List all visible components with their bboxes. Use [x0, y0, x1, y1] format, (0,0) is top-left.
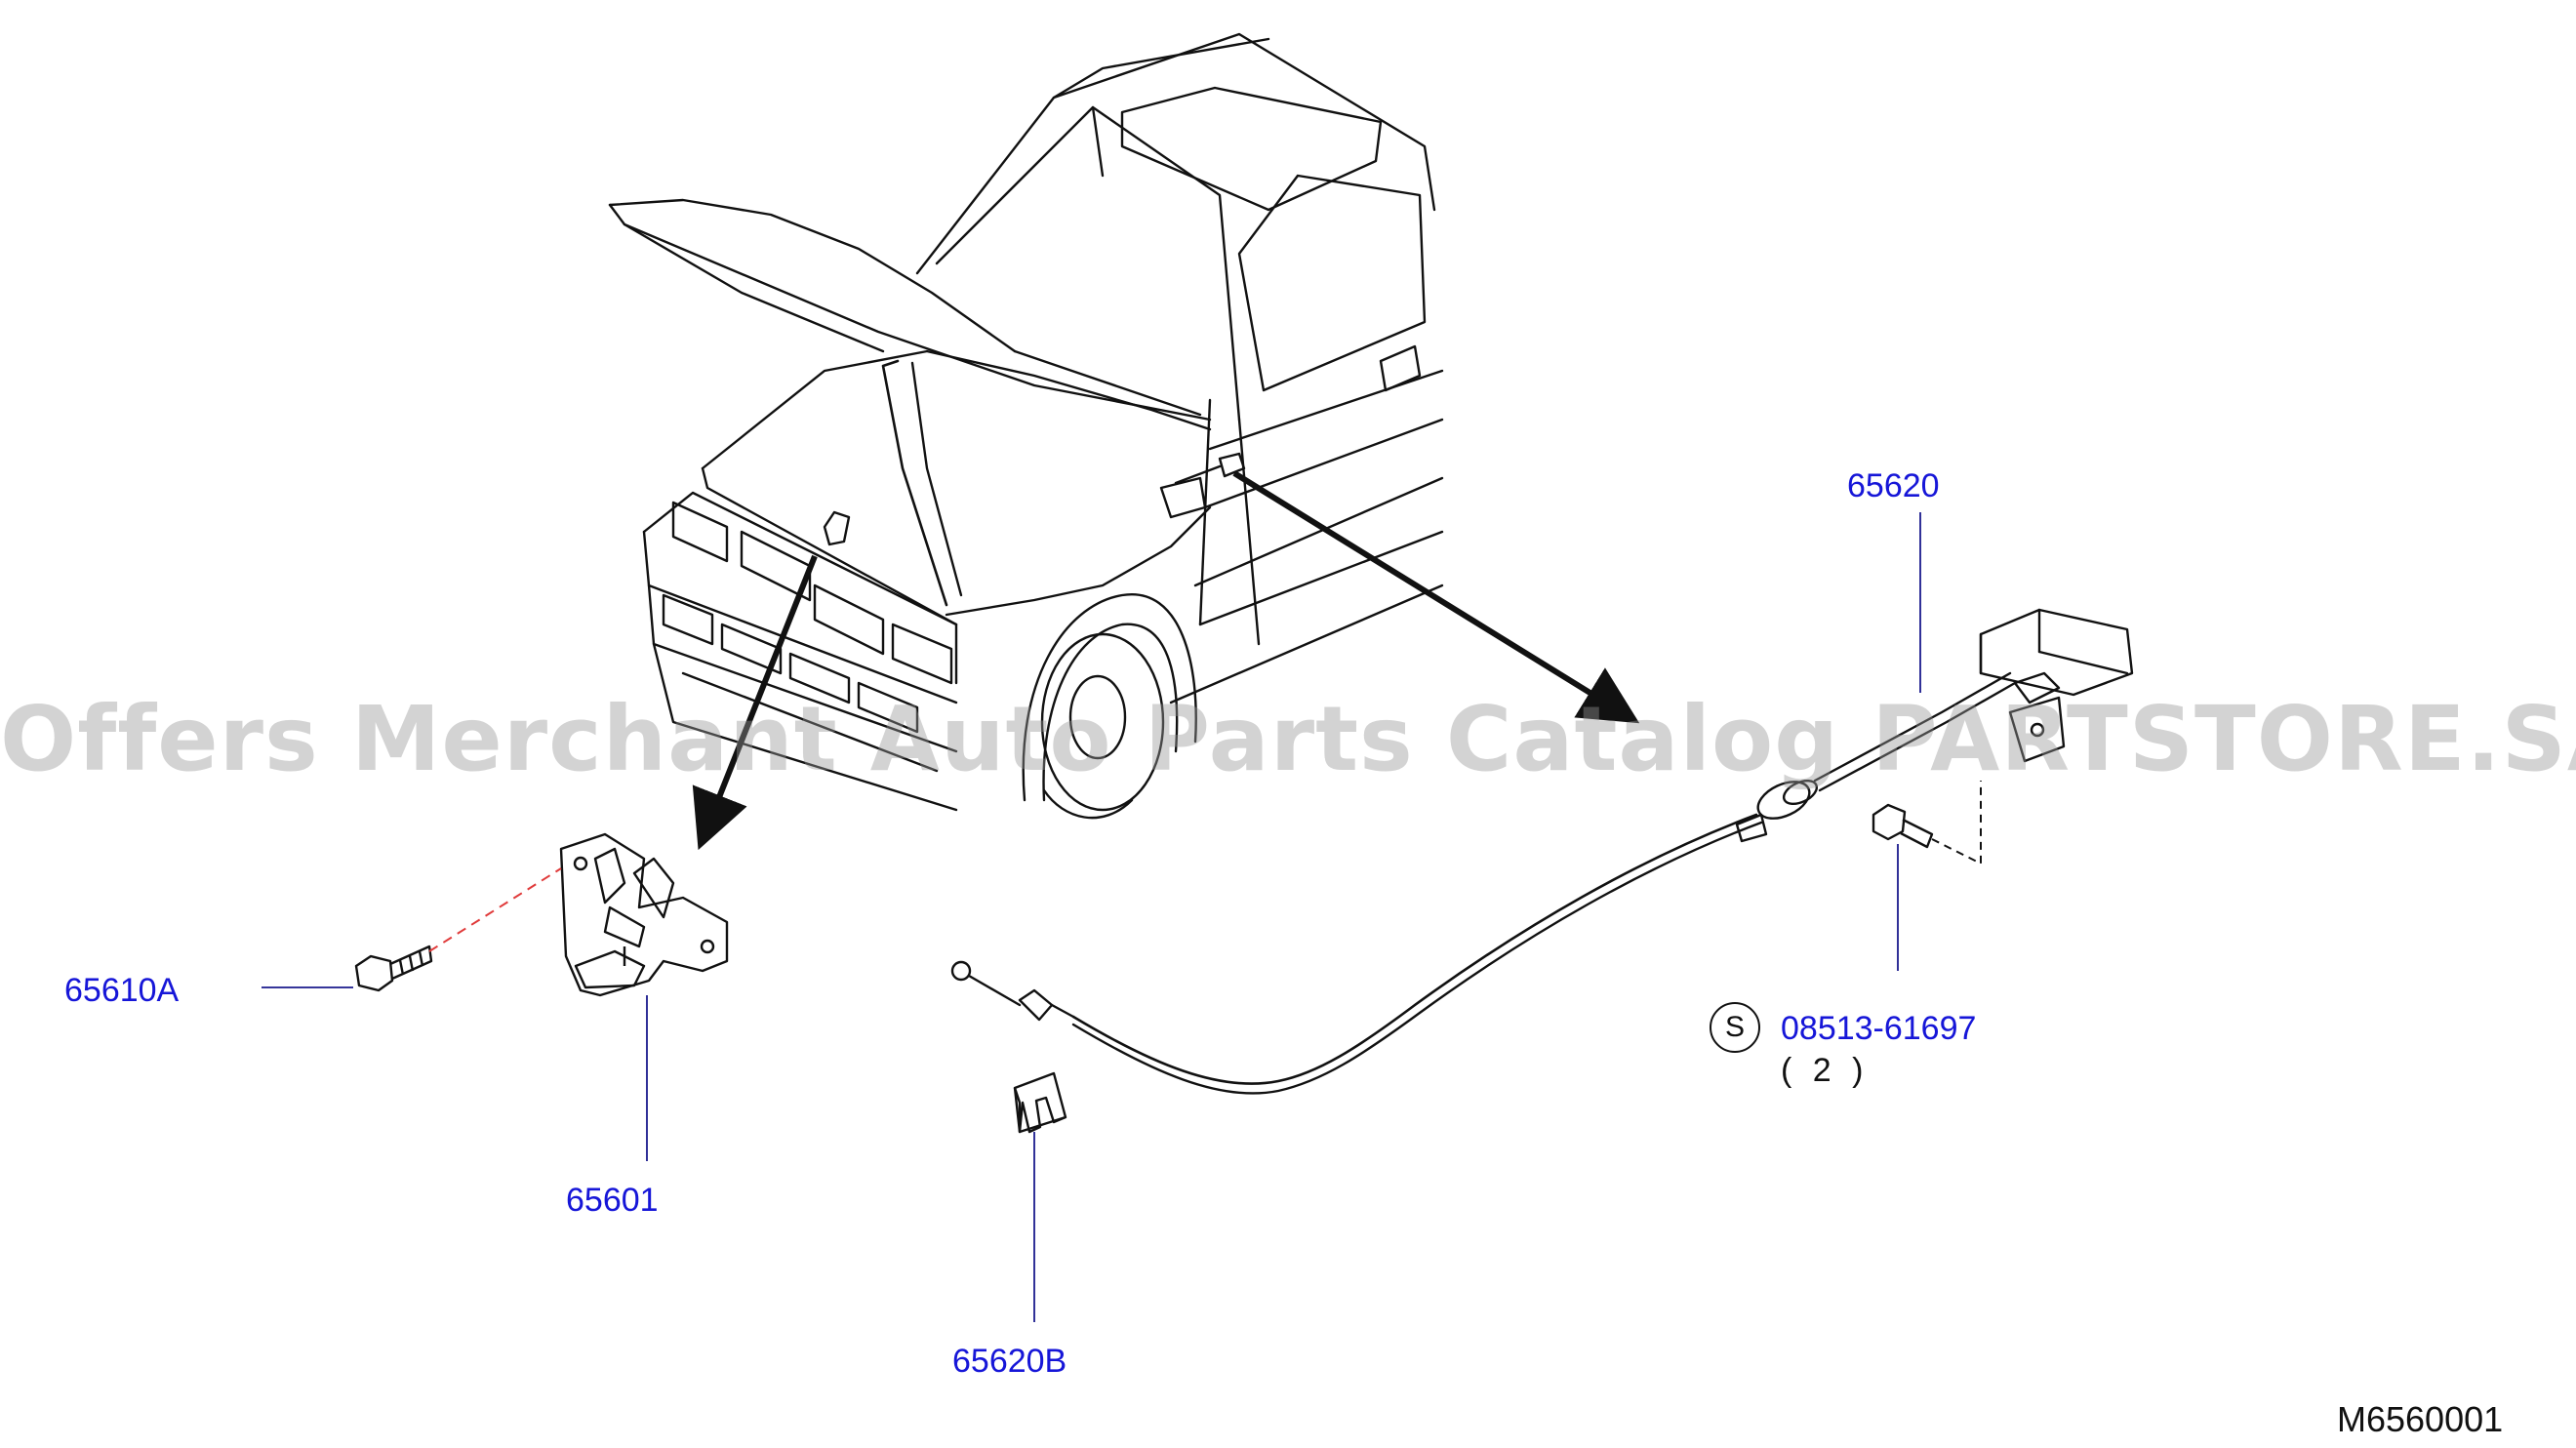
release-cable-part: [950, 608, 2134, 1095]
arrow-to-release-cable: [1232, 470, 1640, 724]
callout-65601[interactable]: 65601: [566, 1182, 659, 1219]
leader-lines: [262, 512, 1921, 1322]
vehicle-illustration: [608, 32, 1444, 820]
cable-clip-part: [1013, 1071, 1067, 1134]
screw-guide-line: [1931, 781, 1982, 865]
screw-part: [1872, 803, 1934, 849]
location-arrows: [692, 470, 1640, 851]
standard-part-badge: S: [1710, 1002, 1760, 1053]
bolt-part: [354, 945, 433, 992]
callout-65620B[interactable]: 65620B: [952, 1343, 1067, 1380]
callout-65620[interactable]: 65620: [1847, 467, 1940, 504]
callout-65610A[interactable]: 65610A: [64, 972, 180, 1009]
quantity-label: ( 2 ): [1781, 1052, 1870, 1089]
hood-lock-part: [559, 832, 729, 997]
callout-08513-61697[interactable]: 08513-61697: [1781, 1010, 1977, 1047]
diagram-code: M6560001: [2337, 1399, 2504, 1439]
arrow-to-hood-lock: [692, 554, 818, 851]
bolt-guide-line: [428, 867, 562, 952]
